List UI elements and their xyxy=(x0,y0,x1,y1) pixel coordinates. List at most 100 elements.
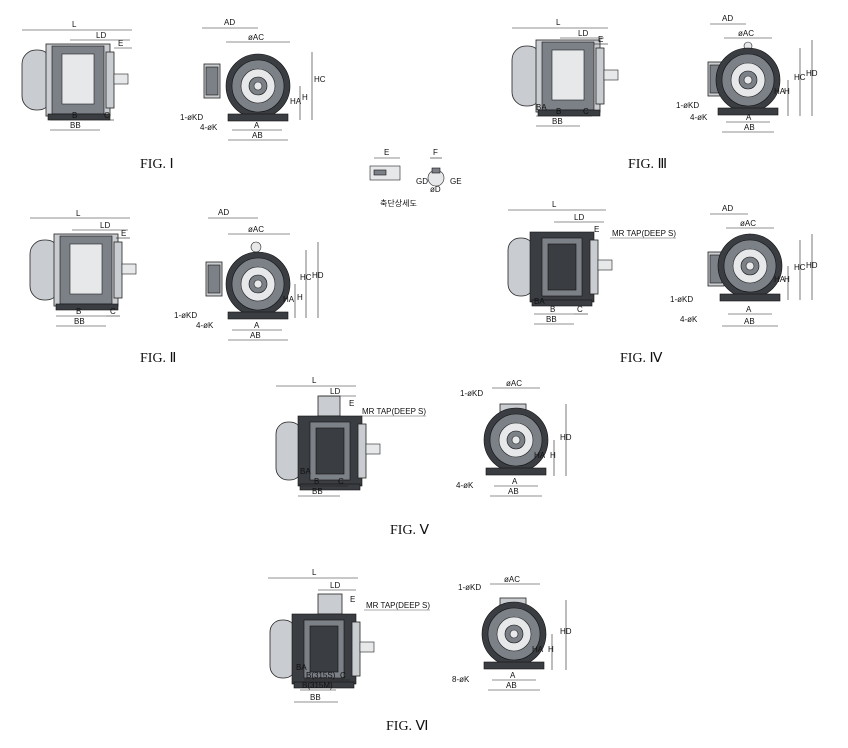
dim-label: 1-øKD xyxy=(458,583,481,592)
dim-label: 1-øKD xyxy=(174,311,197,320)
shaft-detail-title: 축단상세도 xyxy=(380,198,417,208)
dim-label: BB xyxy=(70,121,81,130)
dim-label: 8-øK xyxy=(452,675,470,684)
dim-label: øD xyxy=(430,185,441,194)
dim-label: MR TAP(DEEP S) xyxy=(612,229,676,238)
dim-label: AB xyxy=(508,487,519,496)
fig3-side-view: L LD E BA B C BB xyxy=(511,18,619,127)
dim-label: HD xyxy=(806,261,818,270)
dim-label: HA xyxy=(534,451,546,460)
fig2-front-view: AD øAC HC HD HA H 1-øKD 4-øK A AB xyxy=(174,208,324,341)
figure-caption: FIG. Ⅵ xyxy=(386,719,428,734)
figure-2: L LD E B C BB AD øAC HC HD HA H xyxy=(29,208,324,366)
dim-label: MR TAP(DEEP S) xyxy=(362,407,426,416)
dim-label: L xyxy=(312,568,317,577)
dim-label: A xyxy=(512,477,518,486)
dim-label: HD xyxy=(312,271,324,280)
dim-label: GD xyxy=(416,177,428,186)
dim-label: AD xyxy=(224,18,235,27)
dim-label: HA xyxy=(532,645,544,654)
figure-caption: FIG. Ⅴ xyxy=(390,523,430,538)
dim-label: BB xyxy=(552,117,563,126)
dim-label: H xyxy=(550,451,556,460)
fig4-side-view: L LD E MR TAP(DEEP S) BA B C BB xyxy=(507,200,676,325)
dim-label: C xyxy=(104,111,110,120)
dim-label: 1-øKD xyxy=(676,101,699,110)
fig1-side-view: L LD E B C BB xyxy=(21,20,132,131)
dim-label: H xyxy=(548,645,554,654)
fig5-front-view: 1-øKD øAC HD HA H 4-øK A AB xyxy=(456,379,572,497)
figure-caption: FIG. Ⅰ xyxy=(140,157,174,172)
dim-label: B xyxy=(550,305,555,314)
dim-label: 4-øK xyxy=(196,321,214,330)
dim-label: L xyxy=(556,18,561,27)
dim-label: H xyxy=(784,87,790,96)
fig2-side-view: L LD E B C BB xyxy=(29,209,137,327)
figure-4: L LD E MR TAP(DEEP S) BA B C BB AD øAC H… xyxy=(507,200,818,366)
dim-label: BA xyxy=(534,297,545,306)
dim-label: A xyxy=(746,305,752,314)
dim-label: HA xyxy=(283,295,295,304)
dim-label: F xyxy=(433,148,438,157)
dim-label: C xyxy=(338,477,344,486)
dim-label: AB xyxy=(744,123,755,132)
dim-label: 4-øK xyxy=(680,315,698,324)
dim-label: HD xyxy=(560,627,572,636)
dim-label: øAC xyxy=(504,575,520,584)
dim-label: C xyxy=(583,107,589,116)
dim-label: AD xyxy=(722,204,733,213)
dim-label: BB xyxy=(310,693,321,702)
dim-label: LD xyxy=(100,221,110,230)
dim-label: HC xyxy=(300,273,312,282)
figure-5: L LD E MR TAP(DEEP S) BA B C BB 1-øKD øA… xyxy=(275,376,572,538)
figure-1: L LD E B C BB AD øAC HC HA H 1-øKD 4-øK xyxy=(21,18,326,172)
dim-label: GE xyxy=(450,177,462,186)
dim-label: LD xyxy=(330,581,340,590)
dim-label: B xyxy=(76,307,81,316)
fig1-front-view: AD øAC HC HA H 1-øKD 4-øK A AB xyxy=(180,18,326,141)
dim-label: C xyxy=(577,305,583,314)
dim-label: øAC xyxy=(738,29,754,38)
dim-label: H xyxy=(784,275,790,284)
dim-label: BA xyxy=(296,663,307,672)
dim-label: øAC xyxy=(248,225,264,234)
dim-label: 1-øKD xyxy=(180,113,203,122)
dim-label: H xyxy=(297,293,303,302)
dim-label: B(315S) xyxy=(306,671,336,680)
dim-label: A xyxy=(746,113,752,122)
dim-label: AD xyxy=(218,208,229,217)
dim-label: øAC xyxy=(506,379,522,388)
dim-label: B xyxy=(556,107,561,116)
dim-label: A xyxy=(254,121,260,130)
dim-label: H xyxy=(302,93,308,102)
dim-label: BB xyxy=(312,487,323,496)
dim-label: LD xyxy=(330,387,340,396)
dim-label: HC xyxy=(314,75,326,84)
dim-label: E xyxy=(350,595,355,604)
dim-label: E xyxy=(594,225,599,234)
dim-label: HA xyxy=(774,275,786,284)
dim-label: B(315M) xyxy=(302,681,333,690)
fig3-front-view: AD øAC HC HD HA H 1-øKD 4-øK A AB xyxy=(676,14,818,133)
dim-label: BB xyxy=(74,317,85,326)
dim-label: L xyxy=(72,20,77,29)
dim-label: 4-øK xyxy=(456,481,474,490)
shaft-end-detail: E F GD øD GE 축단상세도 xyxy=(369,148,462,208)
dim-label: MR TAP(DEEP S) xyxy=(366,601,430,610)
dim-label: HA xyxy=(774,87,786,96)
dim-label: AB xyxy=(250,331,261,340)
dim-label: BA xyxy=(536,103,547,112)
figure-6: L LD E MR TAP(DEEP S) BA B(315S) B(315M)… xyxy=(268,568,572,734)
dim-label: B xyxy=(314,477,319,486)
dim-label: øAC xyxy=(248,33,264,42)
dim-label: AB xyxy=(506,681,517,690)
figure-caption: FIG. Ⅳ xyxy=(620,351,663,366)
dim-label: HD xyxy=(560,433,572,442)
dim-label: AD xyxy=(722,14,733,23)
fig4-front-view: AD øAC HC HD HA H 1-øKD 4-øK A AB xyxy=(670,204,818,327)
dim-label: C xyxy=(110,307,116,316)
dim-label: L xyxy=(76,209,81,218)
fig6-front-view: 1-øKD øAC HD HA H 8-øK A AB xyxy=(452,575,572,691)
dim-label: C xyxy=(340,671,346,680)
